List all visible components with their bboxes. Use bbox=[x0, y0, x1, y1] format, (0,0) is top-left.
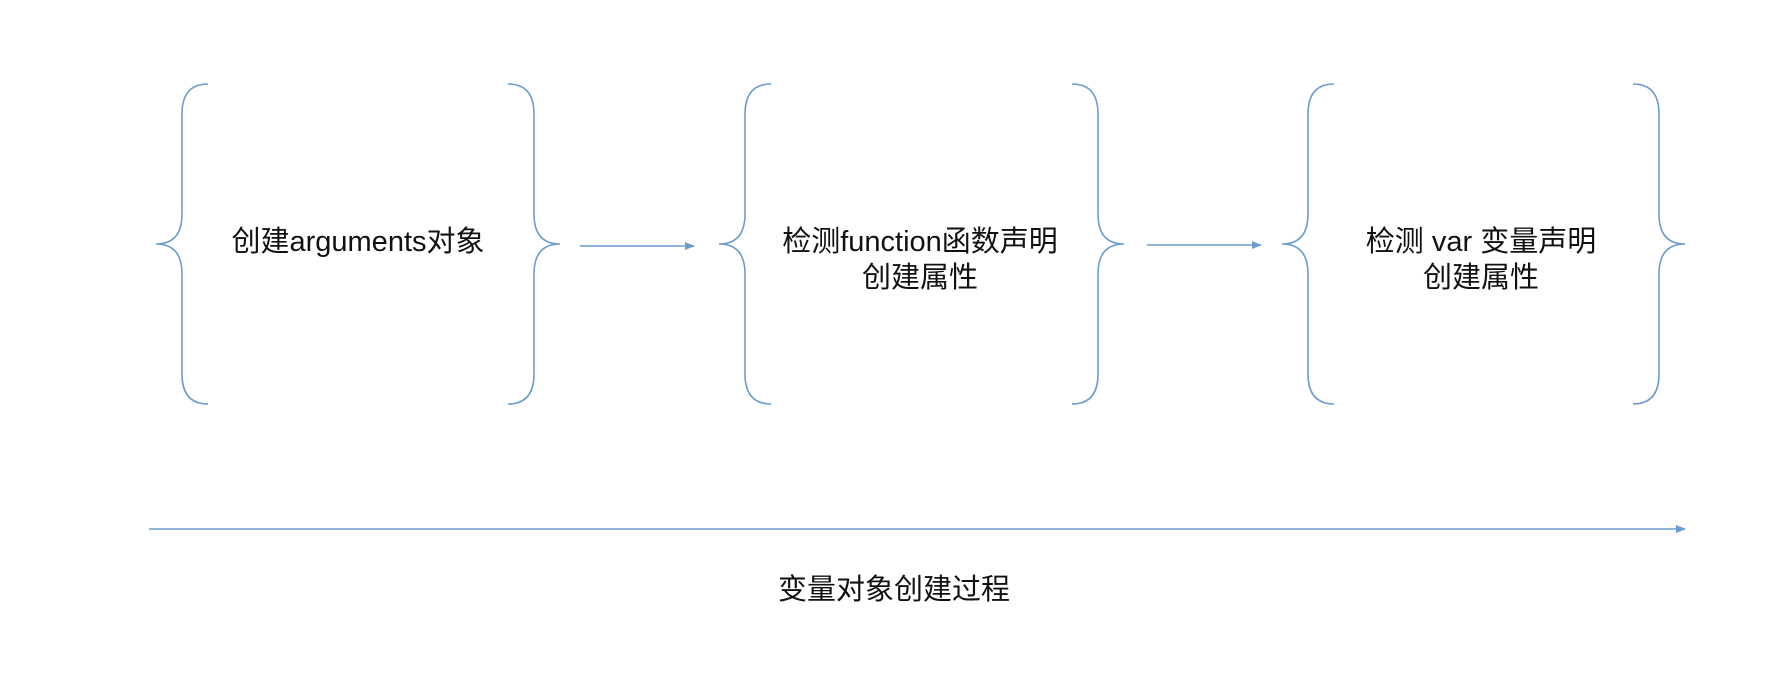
stage-3-label: 检测 var 变量声明 创建属性 bbox=[1331, 224, 1631, 296]
stage-1-line-1: 创建arguments对象 bbox=[231, 226, 485, 258]
stage-1-brackets bbox=[155, 83, 561, 405]
stage-2-left-brace bbox=[718, 83, 772, 405]
stage-3-right-brace bbox=[1632, 83, 1686, 405]
stage-2-right-brace bbox=[1071, 83, 1125, 405]
stage-1-left-brace bbox=[155, 83, 209, 405]
stage-2-brackets bbox=[718, 83, 1125, 405]
stage-2-label: 检测function函数声明 创建属性 bbox=[770, 224, 1070, 296]
stage-3-line-1: 检测 var 变量声明 bbox=[1365, 226, 1597, 258]
stage-2-line-2: 创建属性 bbox=[861, 262, 978, 294]
stage-1-label: 创建arguments对象 bbox=[208, 224, 508, 260]
stage-3-brackets bbox=[1281, 83, 1686, 405]
stage-3-line-2: 创建属性 bbox=[1422, 262, 1539, 294]
stage-1-right-brace bbox=[507, 83, 561, 405]
stage-3-left-brace bbox=[1281, 83, 1335, 405]
timeline-caption: 变量对象创建过程 bbox=[777, 574, 1010, 606]
stage-2-line-1: 检测function函数声明 bbox=[782, 226, 1058, 258]
